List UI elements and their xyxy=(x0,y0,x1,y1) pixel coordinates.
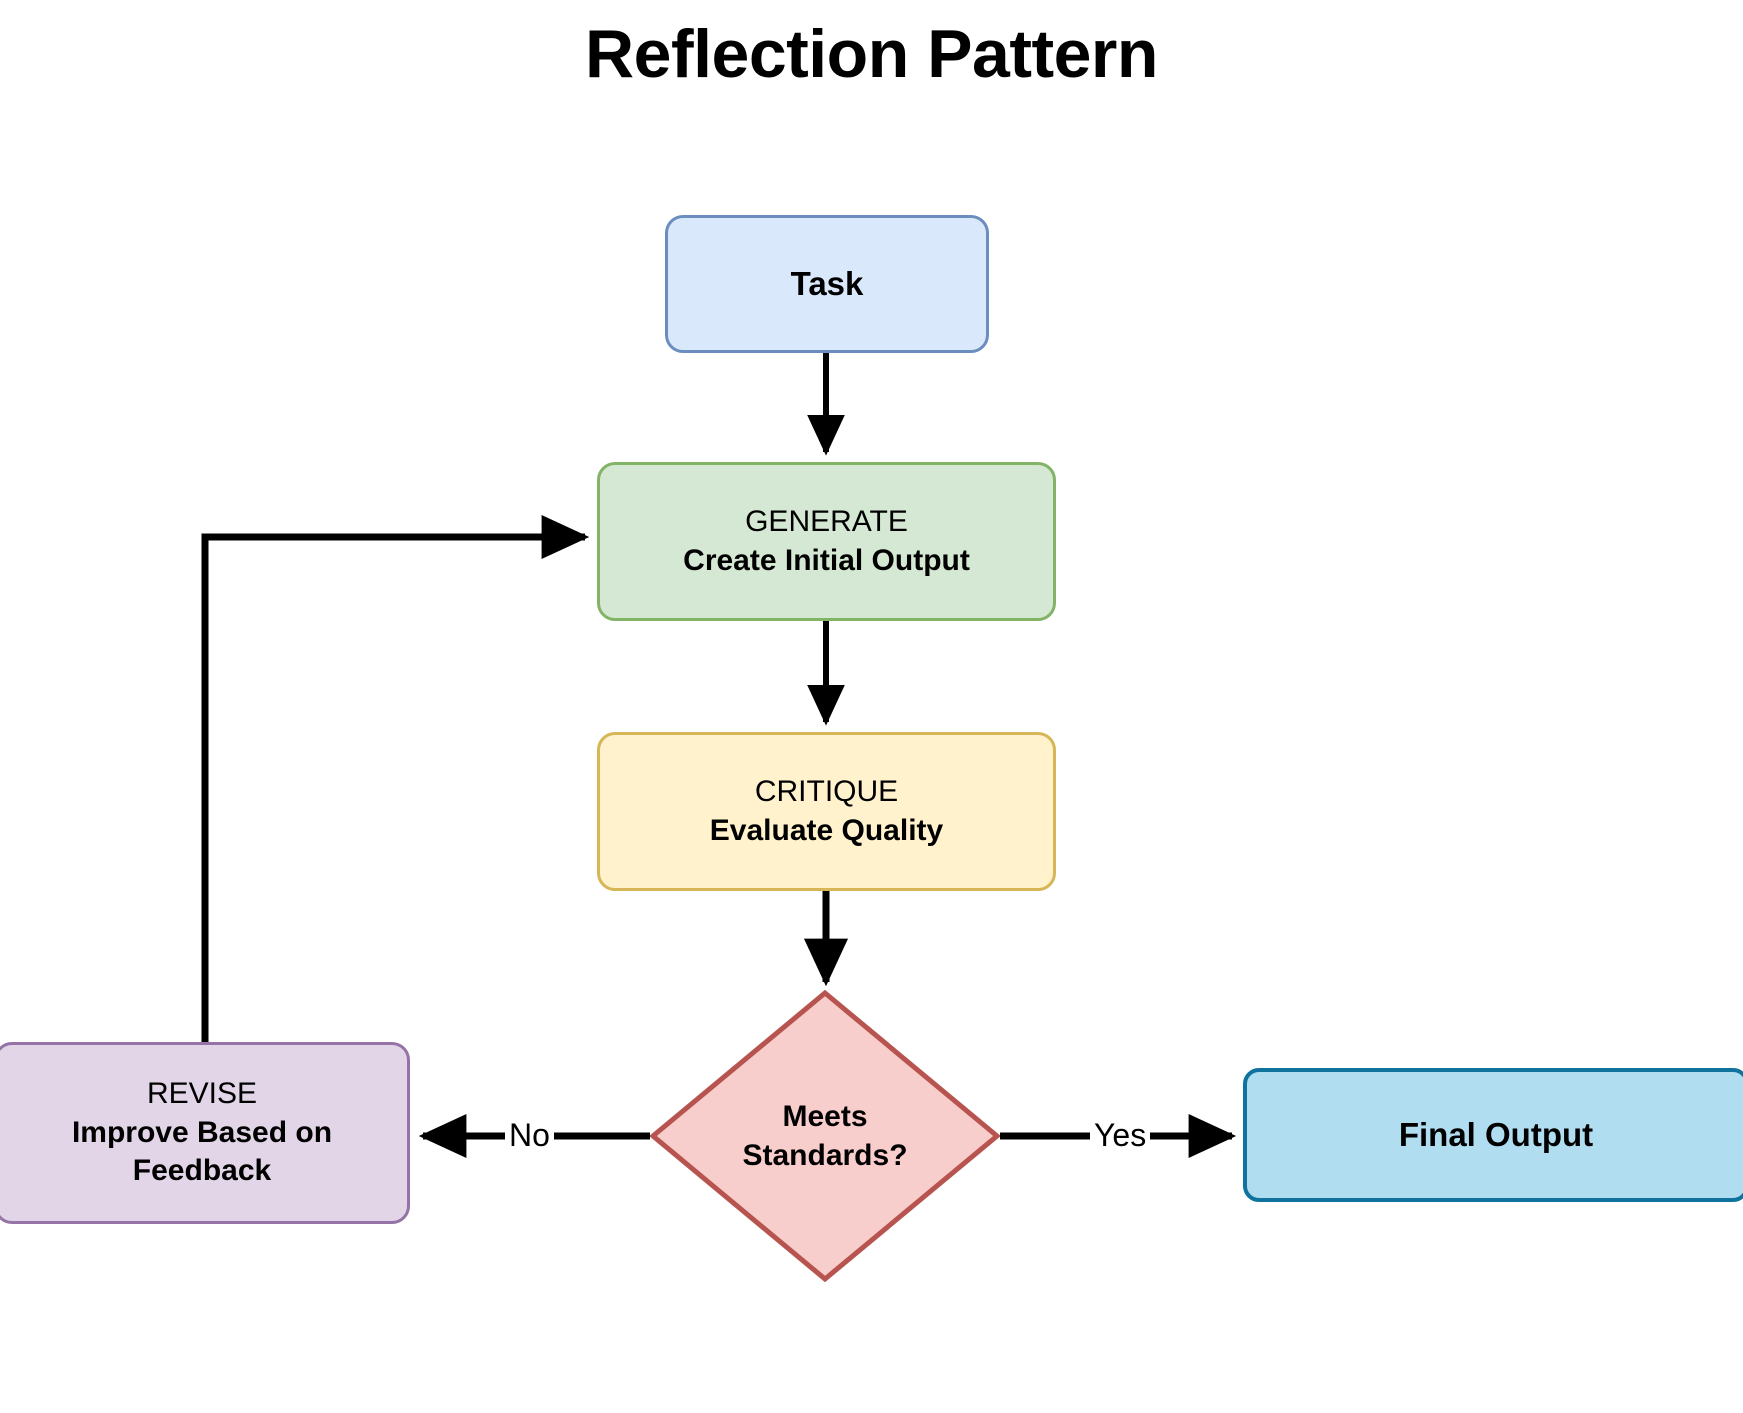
edge-label-no: No xyxy=(505,1117,554,1154)
revise-node[interactable]: REVISE Improve Based on Feedback xyxy=(0,1042,410,1224)
page-title: Reflection Pattern xyxy=(585,16,1158,92)
critique-node-subtitle: Evaluate Quality xyxy=(709,813,944,847)
critique-node[interactable]: CRITIQUE Evaluate Quality xyxy=(597,732,1056,891)
decision-node-label-line1: Meets xyxy=(782,1100,868,1133)
final-output-node-label: Final Output xyxy=(1398,1115,1594,1153)
revise-node-subtitle-line1: Improve Based on xyxy=(71,1115,333,1149)
edge-revise-to-generate-feedback xyxy=(201,514,590,1042)
generate-node-subtitle: Create Initial Output xyxy=(683,543,970,577)
diamond-shape xyxy=(650,990,1000,1282)
generate-node-title: GENERATE xyxy=(745,505,908,539)
decision-node[interactable]: Meets Standards? xyxy=(650,990,1000,1282)
revise-node-subtitle-line2: Feedback xyxy=(132,1154,272,1188)
decision-node-label-line2: Standards? xyxy=(742,1139,908,1172)
task-node[interactable]: Task xyxy=(665,215,989,353)
final-output-node[interactable]: Final Output xyxy=(1243,1068,1743,1202)
edge-label-yes: Yes xyxy=(1090,1117,1151,1154)
revise-node-title: REVISE xyxy=(146,1077,258,1111)
critique-node-title: CRITIQUE xyxy=(754,775,899,809)
generate-node[interactable]: GENERATE Create Initial Output xyxy=(597,462,1056,621)
task-node-label: Task xyxy=(790,264,864,302)
